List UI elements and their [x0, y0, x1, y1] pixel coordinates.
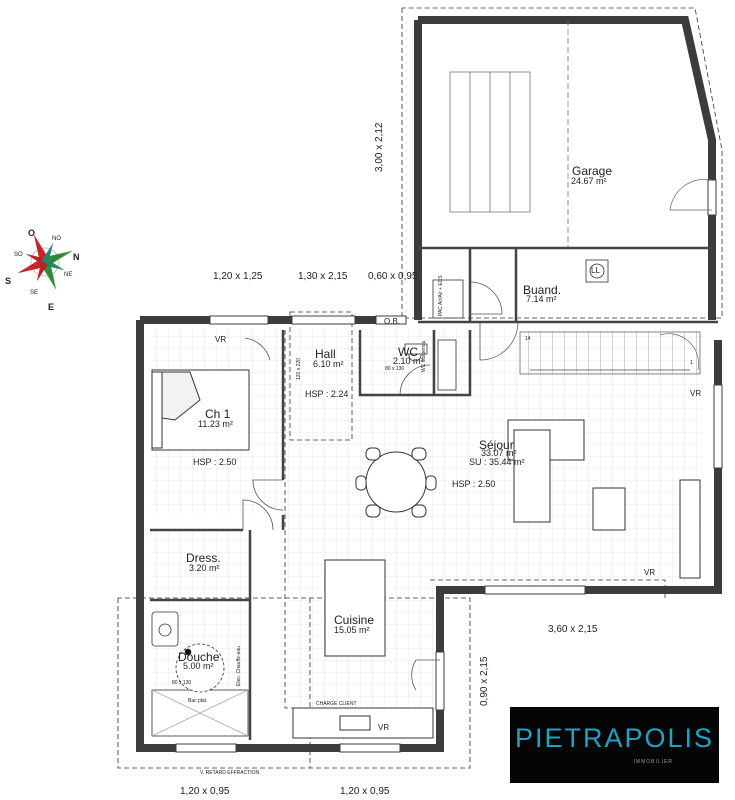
dimension-window-douche: 1,20 x 0,95	[180, 786, 230, 797]
room-wc-name: WC	[398, 345, 418, 359]
bathroom-fixtures	[151, 259, 609, 737]
compass-s: S	[5, 276, 12, 286]
dimension-kitchen-door: 0,90 x 2,15	[479, 656, 490, 706]
bed	[151, 369, 250, 451]
room-hall-area: 6.10 m²	[313, 359, 344, 369]
room-douche-name: Douche	[178, 650, 220, 664]
interior-walls	[150, 246, 718, 740]
label-vr-sejour-east: VR	[690, 389, 702, 398]
dimension-window-cuisine: 1,20 x 0,95	[340, 786, 390, 797]
label-hall-door-size: 120 x 220	[296, 358, 302, 380]
room-garage-name: Garage	[572, 164, 613, 178]
compass-se: SE	[30, 290, 39, 296]
label-elec: Elec. Chauffe-eau	[236, 646, 242, 686]
room-dress-name: Dress.	[186, 551, 221, 565]
dimension-entry-door: 1,30 x 2,15	[298, 271, 348, 282]
label-stair-top: 14	[525, 336, 531, 342]
staircase	[519, 331, 701, 375]
compass-e: E	[48, 302, 55, 312]
sofa	[507, 419, 701, 579]
brand-logo: PIETRAPOLIS IMMOBILIER	[510, 707, 719, 783]
label-ob: O.B.	[384, 317, 401, 326]
room-cuisine-area: 15.05 m²	[334, 625, 370, 635]
room-douche-area: 5.00 m²	[183, 661, 214, 671]
label-stair-bottom: 1	[690, 360, 693, 366]
label-retard-effraction: V. RETARD EFFRACTION	[200, 770, 260, 776]
room-buand-name: Buand.	[523, 283, 562, 297]
door-swings	[242, 281, 519, 691]
label-vr-ch1: VR	[215, 335, 227, 344]
label-wc-size: 80 x 130	[385, 366, 405, 372]
label-vr-cuisine: VR	[378, 723, 390, 732]
label-pac: PAC Air/Air + ECS	[438, 275, 444, 316]
label-bac-plat: Bac plat	[188, 698, 207, 704]
room-wc-area: 2.10 m²	[393, 356, 424, 366]
dimension-garage-door: 3,00 x 2,12	[374, 122, 385, 172]
wall-openings	[175, 179, 723, 753]
dimension-bay-window: 3,60 x 2,15	[548, 624, 598, 635]
room-garage-area: 24.67 m²	[571, 176, 607, 186]
compass-no: NO	[52, 236, 61, 242]
room-hall-name: Hall	[315, 347, 336, 361]
label-vr-sejour-south: VR	[644, 568, 656, 577]
dining-table	[355, 447, 437, 518]
room-sejour-area: 33.07 m²	[481, 448, 517, 458]
label-charge-client: CHARGE CLIENT	[316, 701, 357, 707]
label-douche-size: 80 x 130	[172, 680, 192, 686]
brand-name: PIETRAPOLIS	[514, 723, 715, 753]
compass-so: SO	[14, 252, 23, 258]
room-ch1-name: Ch 1	[205, 407, 231, 421]
compass-n: N	[73, 252, 80, 262]
compass-o: O	[28, 228, 36, 238]
garage-parking	[449, 20, 713, 248]
dimension-window-wc: 0,60 x 0,95	[368, 271, 418, 282]
room-sejour-name: Séjour	[479, 438, 514, 452]
kitchen	[292, 559, 434, 739]
brand-tagline: IMMOBILIER	[633, 759, 673, 765]
label-wc-suspendu: WC suspendu	[421, 340, 427, 372]
room-buand-area: 7.14 m²	[526, 294, 557, 304]
sejour-ceiling-height: HSP : 2.50	[452, 479, 496, 489]
room-cuisine-name: Cuisine	[334, 613, 375, 627]
hall-ceiling-height: HSP : 2.24	[305, 389, 349, 399]
label-ll: LL	[591, 266, 600, 275]
room-ch1-area: 11.23 m²	[198, 419, 233, 429]
dimension-window-ch1: 1,20 x 1,25	[213, 271, 263, 282]
compass-ne: NE	[64, 272, 73, 278]
room-sejour-su: SU : 35.44 m²	[469, 457, 525, 467]
ch1-ceiling-height: HSP : 2.50	[193, 457, 237, 467]
room-dress-area: 3.20 m²	[189, 563, 220, 573]
compass-rose	[17, 234, 73, 290]
